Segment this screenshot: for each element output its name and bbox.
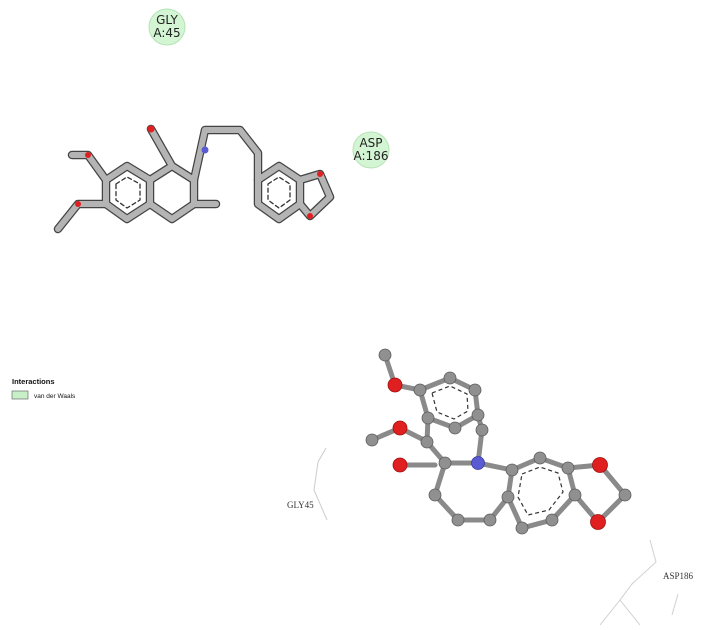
legend-swatch-vdw: [11, 390, 29, 400]
ligand-2d-structure: [53, 124, 335, 234]
legend-label-vdw: van der Waals: [34, 393, 76, 400]
label-asp186: ASP186: [663, 571, 694, 581]
nitrogen-atom-3d: [471, 456, 485, 470]
residue-gly-a45[interactable]: GLY A:45: [148, 8, 186, 46]
residue-gly-name: GLY: [156, 13, 178, 27]
residue-asp-a186[interactable]: ASP A:186: [352, 131, 390, 169]
dioxole-oxygen-2d-lower: [307, 213, 313, 219]
residue-asp-id: A:186: [354, 149, 389, 163]
legend-title: Interactions: [12, 377, 55, 386]
methoxy-oxygen-2d: [85, 152, 91, 158]
residue-gly45-wireframe: [313, 447, 328, 521]
methoxy-oxygen-2d-lower: [75, 201, 81, 207]
dioxole-oxygen-2d-upper: [317, 171, 323, 177]
label-gly45: GLY45: [287, 500, 314, 510]
legend: Interactions van der Waals: [11, 377, 76, 400]
carbonyl-oxygen-2d: [147, 125, 155, 133]
residue-asp-name: ASP: [359, 136, 382, 150]
residue-asp186-wireframe: [599, 539, 679, 626]
nitrogen-atom-2d: [201, 146, 209, 154]
ligand-3d-ball-stick: [365, 348, 632, 535]
residue-gly-id: A:45: [153, 26, 180, 40]
